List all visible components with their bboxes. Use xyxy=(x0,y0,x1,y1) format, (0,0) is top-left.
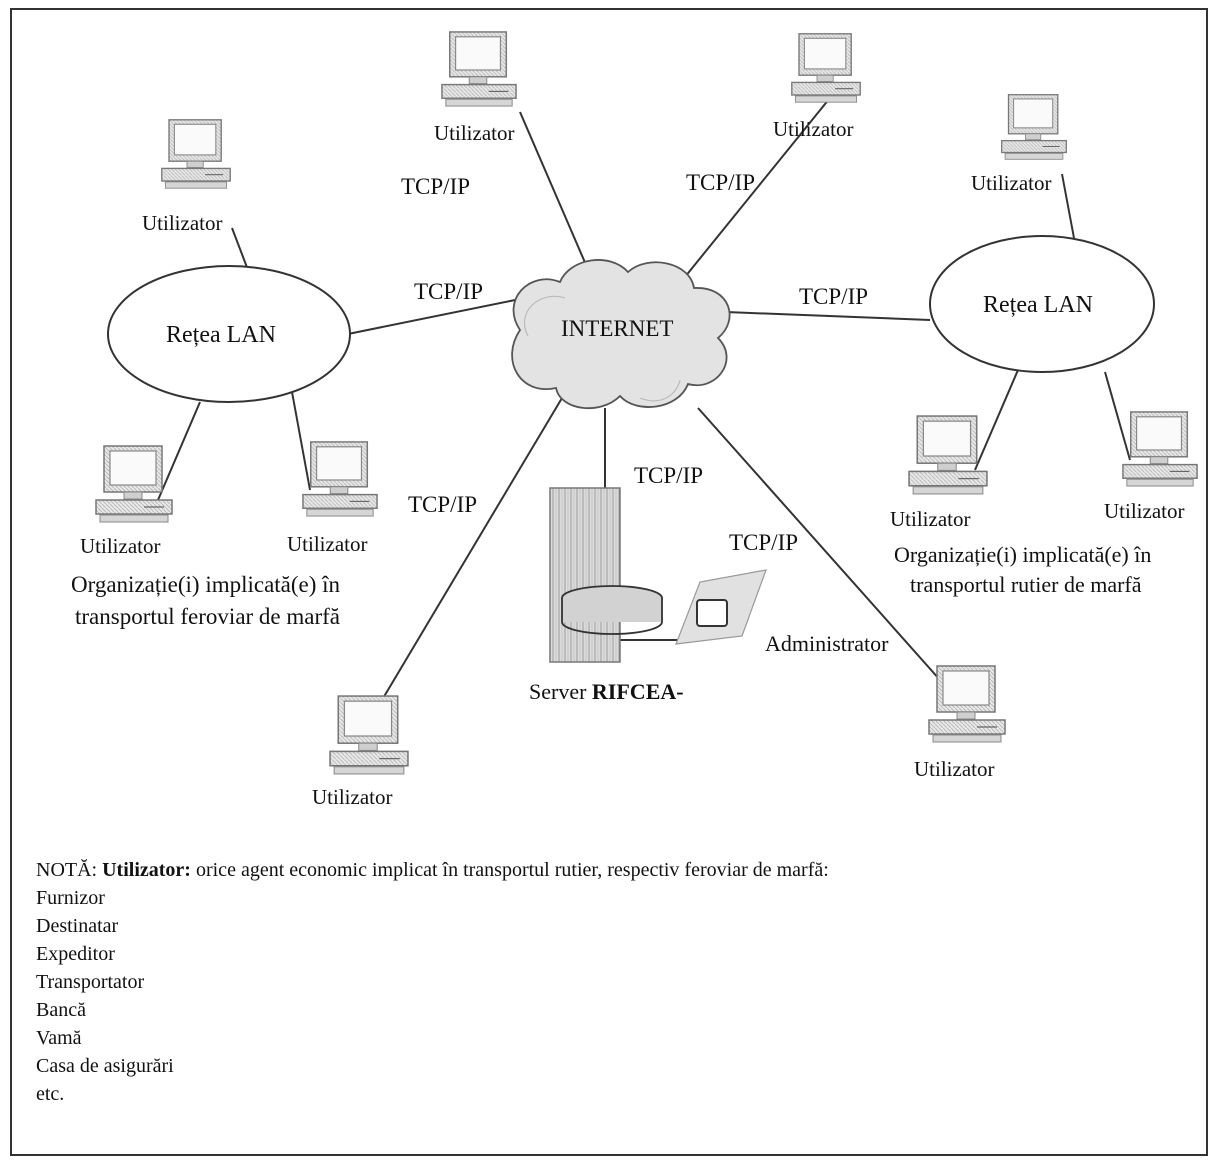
link-internet-user-bottom-left xyxy=(381,397,563,701)
note-list-item: Furnizor xyxy=(36,887,105,909)
link-lan-right-user-top xyxy=(1061,173,1075,239)
link-lan-left-internet xyxy=(347,299,516,335)
link-lan-right-user-br xyxy=(1104,371,1131,461)
user-label: Utilizator xyxy=(434,121,514,145)
note-list-item: Casa de asigurări xyxy=(36,1055,174,1077)
link-internet-user-top-left xyxy=(519,111,597,289)
protocol-label: TCP/IP xyxy=(799,284,868,309)
protocol-label: TCP/IP xyxy=(408,492,477,517)
note-list-item: etc. xyxy=(36,1083,65,1105)
internet-cloud-icon xyxy=(511,259,731,410)
note-heading: NOTĂ: Utilizator: orice agent economic i… xyxy=(36,856,829,884)
computer-icon xyxy=(161,119,231,189)
computer-icon xyxy=(908,415,988,495)
user-label: Utilizator xyxy=(80,534,160,558)
road-org-line1: Organizație(i) implicată(e) în xyxy=(894,542,1151,567)
user-label: Utilizator xyxy=(142,211,222,235)
note-list-item: Transportator xyxy=(36,971,145,993)
note-term: Utilizator: xyxy=(102,859,191,881)
road-org-line2: transportul rutier de marfă xyxy=(910,572,1142,597)
lan-label-right: Rețea LAN xyxy=(983,292,1093,318)
user-label: Utilizator xyxy=(773,117,853,141)
rail-org-line2: transportul feroviar de marfă xyxy=(75,604,340,629)
computer-icon xyxy=(1122,411,1198,487)
computer-icon xyxy=(1001,94,1067,160)
link-lan-left-user-br xyxy=(291,391,311,491)
user-label: Utilizator xyxy=(914,757,994,781)
computer-icon xyxy=(95,445,173,523)
link-internet-lan-right xyxy=(725,311,931,321)
user-label: Utilizator xyxy=(971,171,1051,195)
link-lan-left-user-bl xyxy=(157,401,201,501)
computer-icon xyxy=(791,33,861,103)
protocol-label: TCP/IP xyxy=(729,530,798,555)
note-prefix: NOTĂ: xyxy=(36,859,103,881)
protocol-label: TCP/IP xyxy=(414,279,483,304)
administrator-label: Administrator xyxy=(765,631,889,656)
rail-org-line1: Organizație(i) implicată(e) în xyxy=(71,572,341,597)
lan-left-ellipse xyxy=(107,265,351,403)
user-label: Utilizator xyxy=(1104,499,1184,523)
internet-label: INTERNET xyxy=(561,316,673,341)
computer-icon xyxy=(302,441,378,517)
user-label: Utilizator xyxy=(890,507,970,531)
computer-icon xyxy=(329,695,409,775)
lan-label-left: Rețea LAN xyxy=(166,322,276,348)
server-label-prefix: Server xyxy=(529,679,592,704)
note-list-item: Expeditor xyxy=(36,943,115,965)
computer-icon xyxy=(441,31,517,107)
diagram-frame xyxy=(10,8,1208,1156)
link-internet-user-bottom-right xyxy=(697,407,941,681)
server-label-name: RIFCEA- xyxy=(592,679,684,704)
link-lan-left-user-top xyxy=(231,227,249,271)
note-list-item: Bancă xyxy=(36,999,86,1021)
note-block: NOTĂ: Utilizator: orice agent economic i… xyxy=(36,856,829,1108)
user-label: Utilizator xyxy=(312,785,392,809)
lan-right-ellipse xyxy=(929,235,1155,373)
note-list-item: Vamă xyxy=(36,1027,82,1049)
computer-icon xyxy=(928,665,1006,743)
protocol-label: TCP/IP xyxy=(686,170,755,195)
server-label: Server RIFCEA- xyxy=(529,679,684,704)
protocol-label: TCP/IP xyxy=(401,174,470,199)
link-lan-right-user-bl xyxy=(974,369,1019,471)
note-list-item: Destinatar xyxy=(36,915,119,937)
user-label: Utilizator xyxy=(287,532,367,556)
link-internet-user-top-right xyxy=(675,87,839,289)
administrator-console-icon xyxy=(675,569,767,645)
server-icon xyxy=(549,487,663,663)
note-text: orice agent economic implicat în transpo… xyxy=(190,859,829,881)
protocol-label: TCP/IP xyxy=(634,463,703,488)
